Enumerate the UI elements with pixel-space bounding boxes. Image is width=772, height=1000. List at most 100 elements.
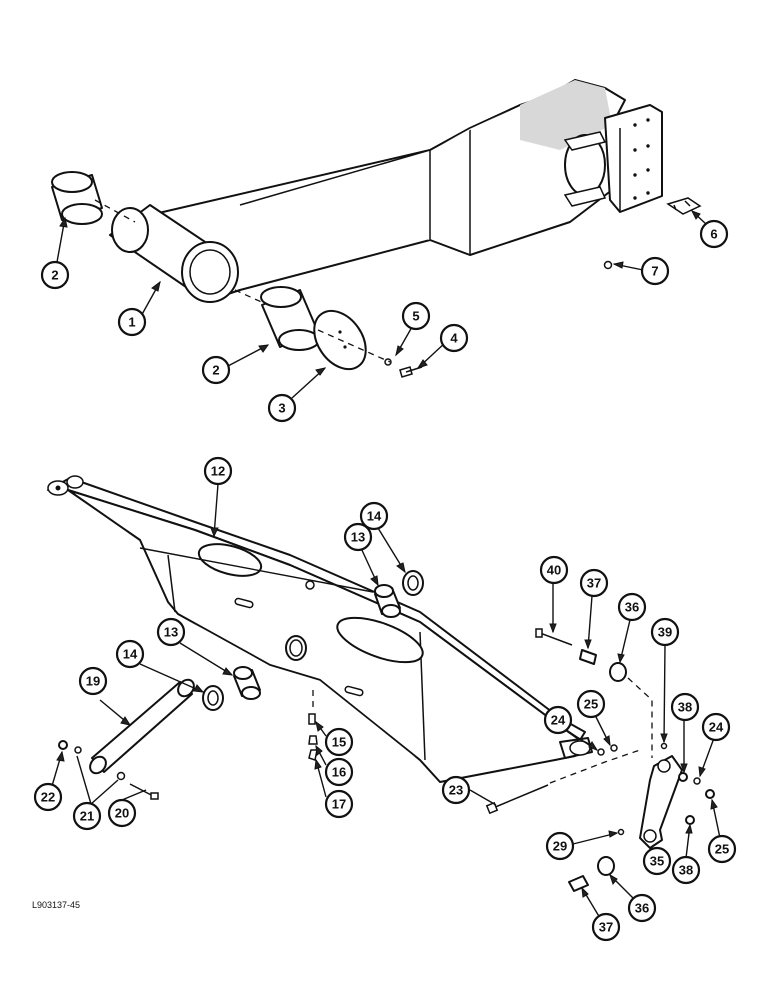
callout-14-upper: 14	[359, 501, 389, 531]
callout-22: 22	[33, 782, 63, 812]
figure-code: L903137-45	[32, 900, 80, 910]
svg-text:36: 36	[625, 600, 639, 615]
svg-text:4: 4	[450, 331, 458, 346]
svg-text:23: 23	[449, 783, 463, 798]
svg-text:2: 2	[51, 268, 58, 283]
callout-21: 21	[72, 801, 102, 831]
callout-2-right: 2	[201, 355, 231, 385]
svg-text:1: 1	[128, 315, 135, 330]
callout-20: 20	[107, 798, 137, 828]
nut-24a	[597, 748, 605, 756]
callout-12: 12	[203, 456, 233, 486]
svg-text:17: 17	[332, 797, 346, 812]
bushing-left	[51, 171, 103, 225]
callout-38-upper: 38	[670, 692, 700, 722]
washer-25a	[610, 744, 618, 752]
callout-40: 40	[539, 555, 569, 585]
svg-text:21: 21	[80, 809, 94, 824]
svg-text:24: 24	[551, 713, 566, 728]
svg-text:35: 35	[650, 854, 664, 869]
callouts: 1 2 2 3 4 5 6 7 12 13 14 13 14 19 22 21 …	[33, 219, 737, 942]
link-39	[639, 755, 683, 849]
washer-29	[617, 828, 625, 836]
callout-1: 1	[117, 307, 147, 337]
svg-text:13: 13	[164, 625, 178, 640]
pin-37-lower	[568, 875, 589, 892]
callout-4: 4	[439, 323, 469, 353]
callout-13-lower: 13	[156, 617, 186, 647]
washer-24b	[693, 777, 701, 785]
callout-36-upper: 36	[617, 592, 647, 622]
callout-2-left: 2	[40, 260, 70, 290]
callout-25-right: 25	[707, 834, 737, 864]
svg-text:13: 13	[351, 530, 365, 545]
svg-text:22: 22	[41, 790, 55, 805]
svg-text:5: 5	[412, 309, 419, 324]
nut-38a	[678, 772, 688, 782]
svg-text:36: 36	[635, 901, 649, 916]
svg-text:3: 3	[278, 401, 285, 416]
svg-text:16: 16	[332, 765, 346, 780]
svg-text:12: 12	[211, 464, 225, 479]
callout-35: 35	[642, 846, 672, 876]
fitting-15	[308, 713, 316, 725]
nut-22	[58, 740, 68, 750]
equalizer-beam	[47, 475, 593, 783]
callout-23: 23	[441, 775, 471, 805]
svg-text:14: 14	[367, 509, 382, 524]
bushing-36-lower	[597, 856, 615, 876]
callout-29: 29	[545, 831, 575, 861]
callout-16: 16	[324, 757, 354, 787]
svg-text:25: 25	[584, 697, 598, 712]
callout-15: 15	[324, 727, 354, 757]
callout-17: 17	[324, 789, 354, 819]
callout-3: 3	[267, 393, 297, 423]
bushing-upper	[374, 584, 401, 618]
callout-25-upper: 25	[576, 689, 606, 719]
svg-text:7: 7	[651, 264, 658, 279]
bushing-right	[260, 286, 320, 351]
callout-36-lower: 36	[627, 893, 657, 923]
svg-text:2: 2	[212, 363, 219, 378]
callout-37-upper: 37	[579, 568, 609, 598]
svg-text:37: 37	[587, 576, 601, 591]
svg-text:15: 15	[332, 735, 346, 750]
bolt-40	[535, 628, 573, 646]
pin-37-upper	[579, 649, 597, 665]
callout-24-upper: 24	[543, 705, 573, 735]
svg-text:37: 37	[599, 920, 613, 935]
svg-text:25: 25	[715, 842, 729, 857]
pivot-pin	[89, 678, 195, 775]
svg-text:38: 38	[679, 863, 693, 878]
callout-38-lower: 38	[671, 855, 701, 885]
washer-upper	[402, 570, 424, 596]
svg-text:19: 19	[86, 674, 100, 689]
svg-text:38: 38	[678, 700, 692, 715]
callout-13-upper: 13	[343, 522, 373, 552]
swing-arm	[109, 79, 663, 303]
fitting-16	[308, 735, 318, 745]
nut-25b	[705, 789, 715, 799]
nut	[603, 260, 613, 270]
fitting-17	[308, 749, 318, 761]
callout-19: 19	[78, 666, 108, 696]
bushing-lower	[233, 666, 261, 700]
svg-text:20: 20	[115, 806, 129, 821]
svg-text:29: 29	[553, 839, 567, 854]
spring-clip	[666, 197, 702, 215]
callout-39: 39	[650, 617, 680, 647]
washer-21b	[116, 771, 126, 781]
svg-text:40: 40	[547, 563, 561, 578]
callout-37-lower: 37	[591, 912, 621, 942]
svg-text:6: 6	[710, 227, 717, 242]
bolt-23	[485, 784, 549, 815]
leader-lines	[51, 210, 721, 919]
svg-text:14: 14	[123, 647, 138, 662]
washer	[384, 358, 392, 366]
callout-14-lower: 14	[115, 639, 145, 669]
svg-text:39: 39	[658, 625, 672, 640]
callout-24-right: 24	[701, 712, 731, 742]
callout-7: 7	[640, 256, 670, 286]
cap-bolt	[399, 366, 423, 378]
